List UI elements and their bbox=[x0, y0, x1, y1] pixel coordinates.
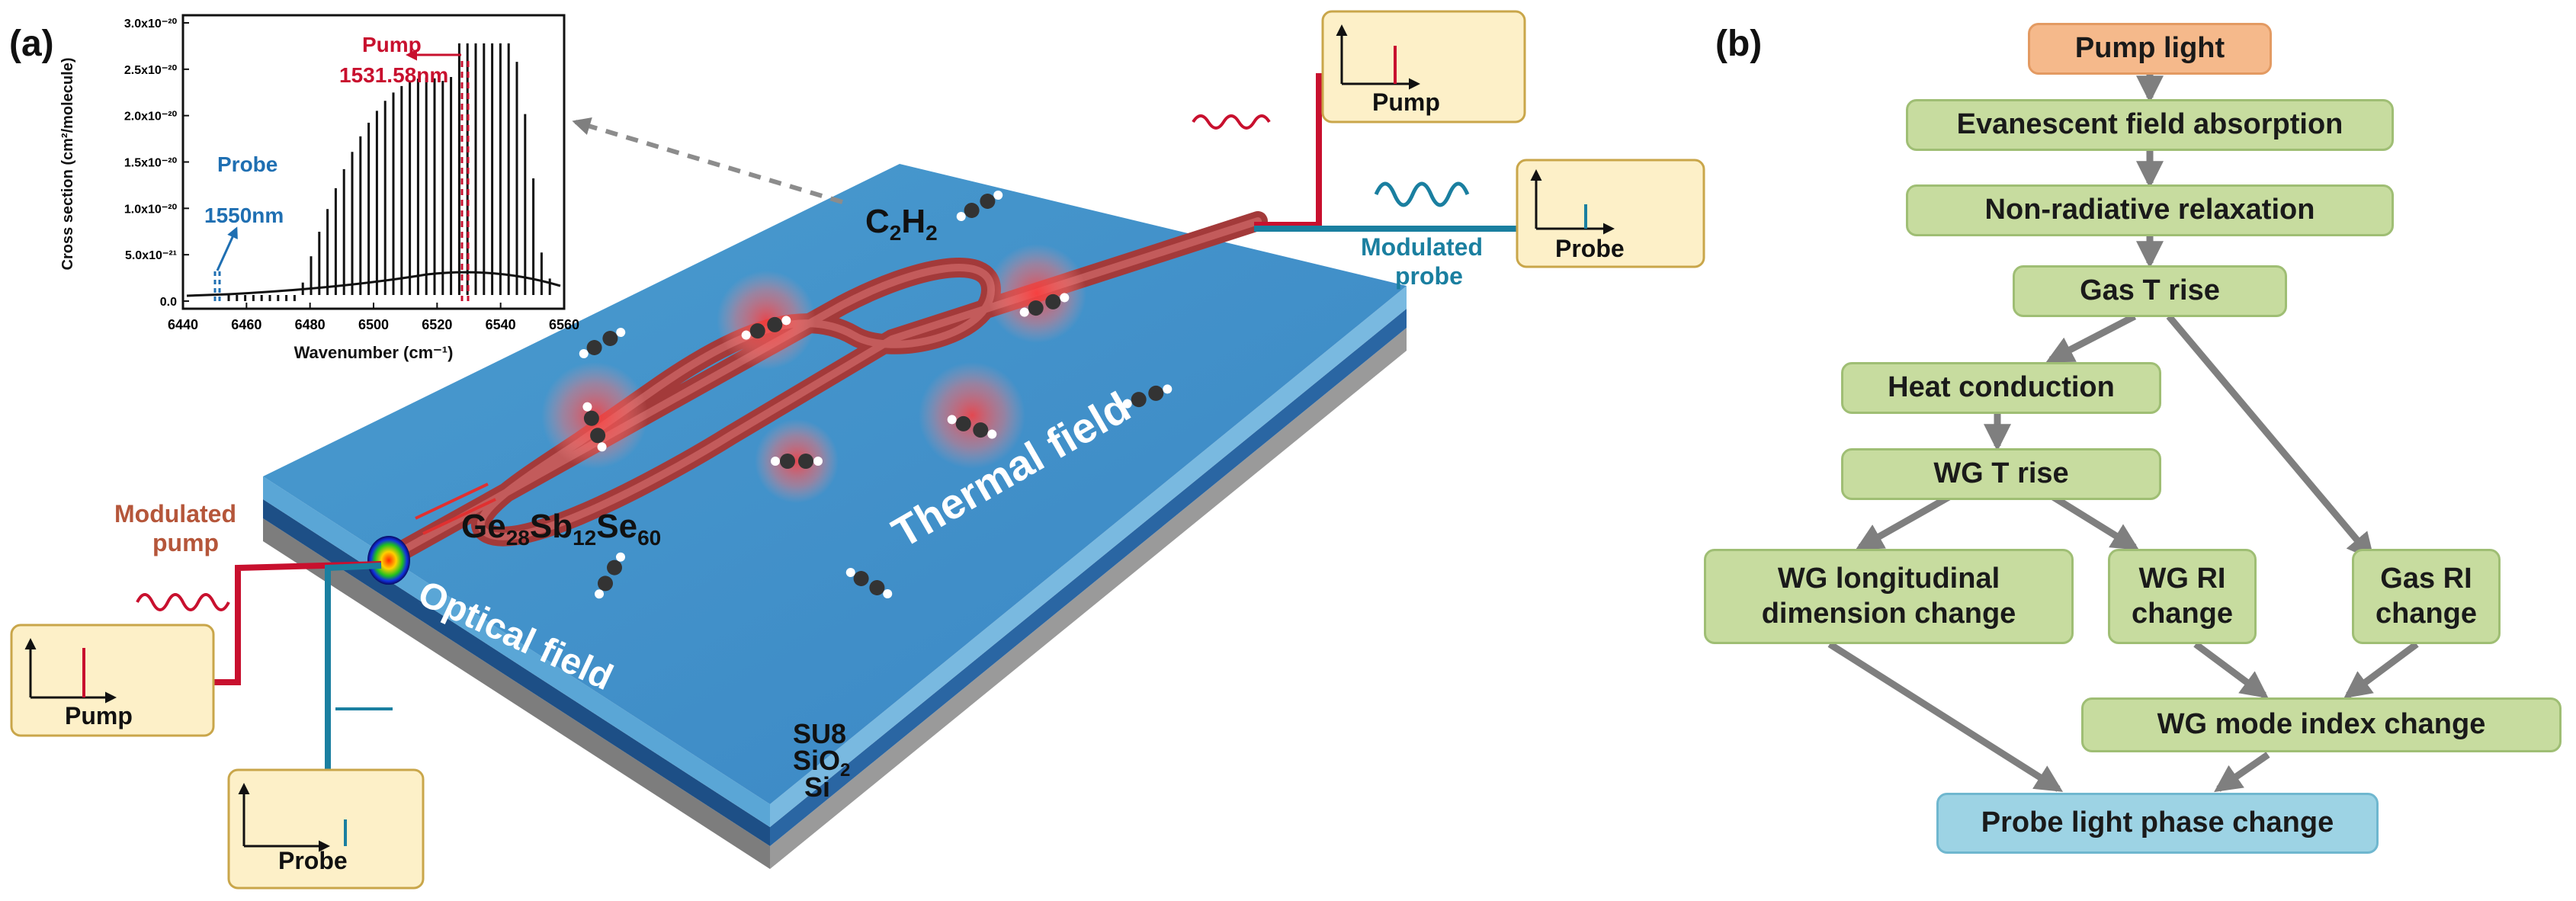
molecule bbox=[1019, 293, 1070, 317]
spectrum-lines bbox=[186, 43, 561, 301]
layer-su8-label: SU8 bbox=[793, 718, 846, 749]
probe-output-wave bbox=[1374, 181, 1470, 207]
pump-modulation-wave bbox=[136, 593, 230, 611]
molecule bbox=[956, 191, 1003, 221]
panel-b-label: (b) bbox=[1715, 24, 1763, 64]
node-gas-ri-change: Gas RI change bbox=[2352, 549, 2501, 644]
node-evanescent-absorption: Evanescent field absorption bbox=[1906, 99, 2394, 151]
node-wg-t-rise: WG T rise bbox=[1841, 448, 2161, 500]
y-tick-label: 0.0 bbox=[160, 296, 177, 309]
x-tick-label: 6480 bbox=[295, 317, 326, 332]
probe-label-arrow bbox=[216, 226, 238, 271]
sio2-layer-side bbox=[770, 309, 1407, 846]
optical-mode-profile bbox=[367, 536, 410, 585]
pump-input-fiber bbox=[213, 561, 382, 685]
node-wg-longitudinal-change: WG longitudinal dimension change bbox=[1704, 549, 2074, 644]
pump-input-box-label: Pump bbox=[65, 702, 133, 729]
si-layer-front bbox=[263, 518, 770, 869]
si-layer-side bbox=[770, 328, 1407, 869]
molecule bbox=[1122, 384, 1173, 409]
molecule bbox=[595, 552, 625, 599]
molecule bbox=[771, 454, 823, 469]
pump-label: Pump bbox=[362, 33, 422, 56]
molecule bbox=[579, 328, 626, 358]
molecule bbox=[845, 568, 893, 598]
gas-formula: C2H2 bbox=[865, 203, 938, 245]
x-tick-label: 6540 bbox=[486, 317, 516, 332]
spectrum-x-axis-label: Wavenumber (cm⁻¹) bbox=[294, 343, 454, 362]
y-tick-label: 5.0x10⁻²¹ bbox=[125, 249, 177, 262]
node-pump-light: Pump light bbox=[2028, 23, 2272, 75]
node-probe-phase-change: Probe light phase change bbox=[1936, 793, 2379, 854]
pump-output-wave bbox=[1192, 114, 1271, 130]
pump-input-box: Pump bbox=[10, 624, 215, 737]
thermal-glows bbox=[541, 244, 1086, 503]
spectrum-y-axis-label: Cross section (cm²/molecule) bbox=[59, 58, 76, 271]
y-tick-label: 1.5x10⁻²⁰ bbox=[124, 157, 178, 170]
probe-output-box: Probe bbox=[1516, 159, 1705, 268]
spectrum-baseline bbox=[186, 271, 561, 297]
probe-input-box-label: Probe bbox=[278, 847, 348, 874]
spectrum-y-ticks: 0.0 5.0x10⁻²¹ 1.0x10⁻²⁰ 1.5x10⁻²⁰ 2.0x10⁻²⁰ 2… bbox=[124, 18, 189, 309]
layer-si-label: Si bbox=[804, 771, 830, 803]
chip-top-surface bbox=[263, 164, 1407, 804]
light-arrows bbox=[415, 483, 496, 535]
layer-sio2-label: SiO2 bbox=[793, 745, 850, 781]
node-wg-ri-change: WG RI change bbox=[2108, 549, 2257, 644]
molecule bbox=[582, 402, 607, 452]
x-tick-label: 6440 bbox=[168, 317, 198, 332]
node-gas-t-rise: Gas T rise bbox=[2013, 265, 2287, 317]
node-heat-conduction: Heat conduction bbox=[1841, 362, 2161, 414]
y-tick-label: 3.0x10⁻²⁰ bbox=[124, 18, 178, 30]
x-tick-label: 6460 bbox=[231, 317, 261, 332]
molecule bbox=[741, 316, 791, 340]
gas-to-spectrum-arrow bbox=[572, 117, 843, 204]
probe-wavelength: 1550nm bbox=[204, 204, 284, 227]
su8-layer-side bbox=[770, 286, 1407, 827]
probe-input-box: Probe bbox=[227, 768, 425, 890]
node-wg-mode-index-change: WG mode index change bbox=[2081, 697, 2562, 752]
pump-output-box: Pump bbox=[1321, 10, 1526, 123]
gas-molecules bbox=[579, 191, 1173, 599]
probe-output-box-label: Probe bbox=[1555, 235, 1625, 262]
probe-label: Probe bbox=[217, 152, 277, 176]
y-tick-label: 2.5x10⁻²⁰ bbox=[124, 64, 178, 77]
x-tick-label: 6520 bbox=[422, 317, 452, 332]
flowchart-arrows bbox=[1827, 72, 2419, 793]
pump-wavelength: 1531.58nm bbox=[339, 63, 448, 87]
probe-input-fiber bbox=[325, 563, 382, 770]
material-formula: Ge28Sb12Se60 bbox=[461, 508, 661, 550]
x-tick-label: 6560 bbox=[549, 317, 579, 332]
y-tick-label: 1.0x10⁻²⁰ bbox=[124, 203, 178, 216]
molecule bbox=[947, 415, 997, 439]
spectrum-x-ticks: 6440 6460 6480 6500 6520 6540 6560 bbox=[168, 303, 579, 332]
inset-spectrum: 0.0 5.0x10⁻²¹ 1.0x10⁻²⁰ 1.5x10⁻²⁰ 2.0x10⁻²⁰ 2… bbox=[59, 14, 579, 362]
x-tick-label: 6500 bbox=[358, 317, 389, 332]
y-tick-label: 2.0x10⁻²⁰ bbox=[124, 111, 178, 123]
sio2-layer-front bbox=[263, 499, 770, 846]
node-nonradiative-relaxation: Non-radiative relaxation bbox=[1906, 184, 2394, 236]
panel-a-label: (a) bbox=[9, 24, 54, 64]
pump-output-box-label: Pump bbox=[1372, 88, 1440, 116]
